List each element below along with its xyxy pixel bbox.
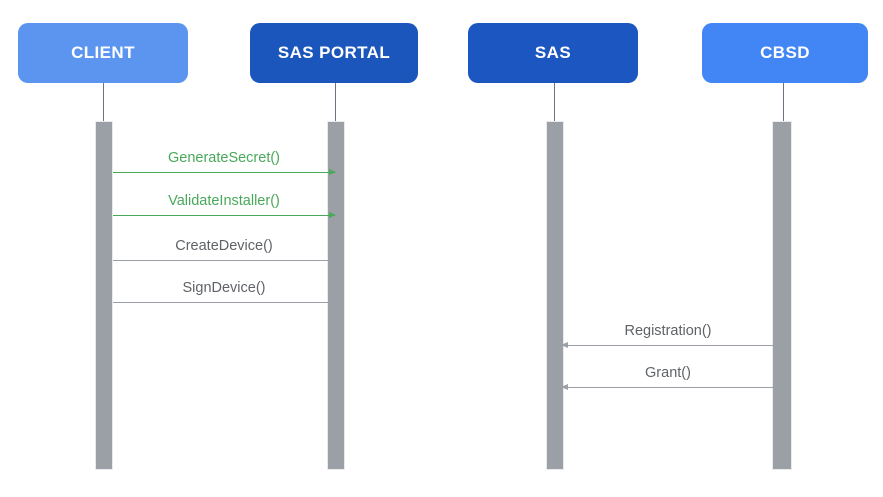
- lifeline-sas-portal: [335, 83, 336, 123]
- message-line-registration: [562, 345, 774, 346]
- activation-bar-sas-portal: [327, 121, 345, 470]
- message-label-create-device: CreateDevice(): [175, 238, 273, 254]
- message-label-sign-device: SignDevice(): [182, 280, 266, 296]
- arrow-head-icon: [329, 168, 336, 175]
- arrow-head-icon: [329, 298, 336, 305]
- message-line-create-device: [113, 260, 335, 261]
- lifeline-sas: [554, 83, 555, 123]
- arrow-head-icon: [561, 341, 568, 348]
- message-label-generate-secret: GenerateSecret(): [167, 150, 281, 166]
- participant-box-cbsd[interactable]: CBSD: [702, 23, 868, 83]
- activation-bar-client: [95, 121, 113, 470]
- participant-label-cbsd: CBSD: [760, 43, 810, 62]
- message-line-generate-secret: [113, 172, 335, 173]
- activation-bar-cbsd: [772, 121, 792, 470]
- arrow-head-icon: [561, 383, 568, 390]
- participant-label-sas-portal: SAS PORTAL: [277, 43, 391, 62]
- activation-bar-sas: [546, 121, 564, 470]
- message-label-registration: Registration(): [624, 323, 712, 339]
- message-label-grant: Grant(): [645, 365, 691, 381]
- participant-box-client[interactable]: CLIENT: [18, 23, 188, 83]
- lifeline-cbsd: [783, 83, 784, 123]
- arrow-head-icon: [329, 256, 336, 263]
- arrow-head-icon: [329, 211, 336, 218]
- participant-label-sas: SAS: [534, 43, 572, 62]
- message-label-validate-installer: ValidateInstaller(): [168, 193, 280, 209]
- participant-box-sas[interactable]: SAS: [468, 23, 638, 83]
- participant-box-sas-portal[interactable]: SAS PORTAL: [250, 23, 418, 83]
- message-line-sign-device: [113, 302, 335, 303]
- message-line-grant: [562, 387, 774, 388]
- lifeline-client: [103, 83, 104, 123]
- participant-label-client: CLIENT: [71, 43, 135, 62]
- message-line-validate-installer: [113, 215, 335, 216]
